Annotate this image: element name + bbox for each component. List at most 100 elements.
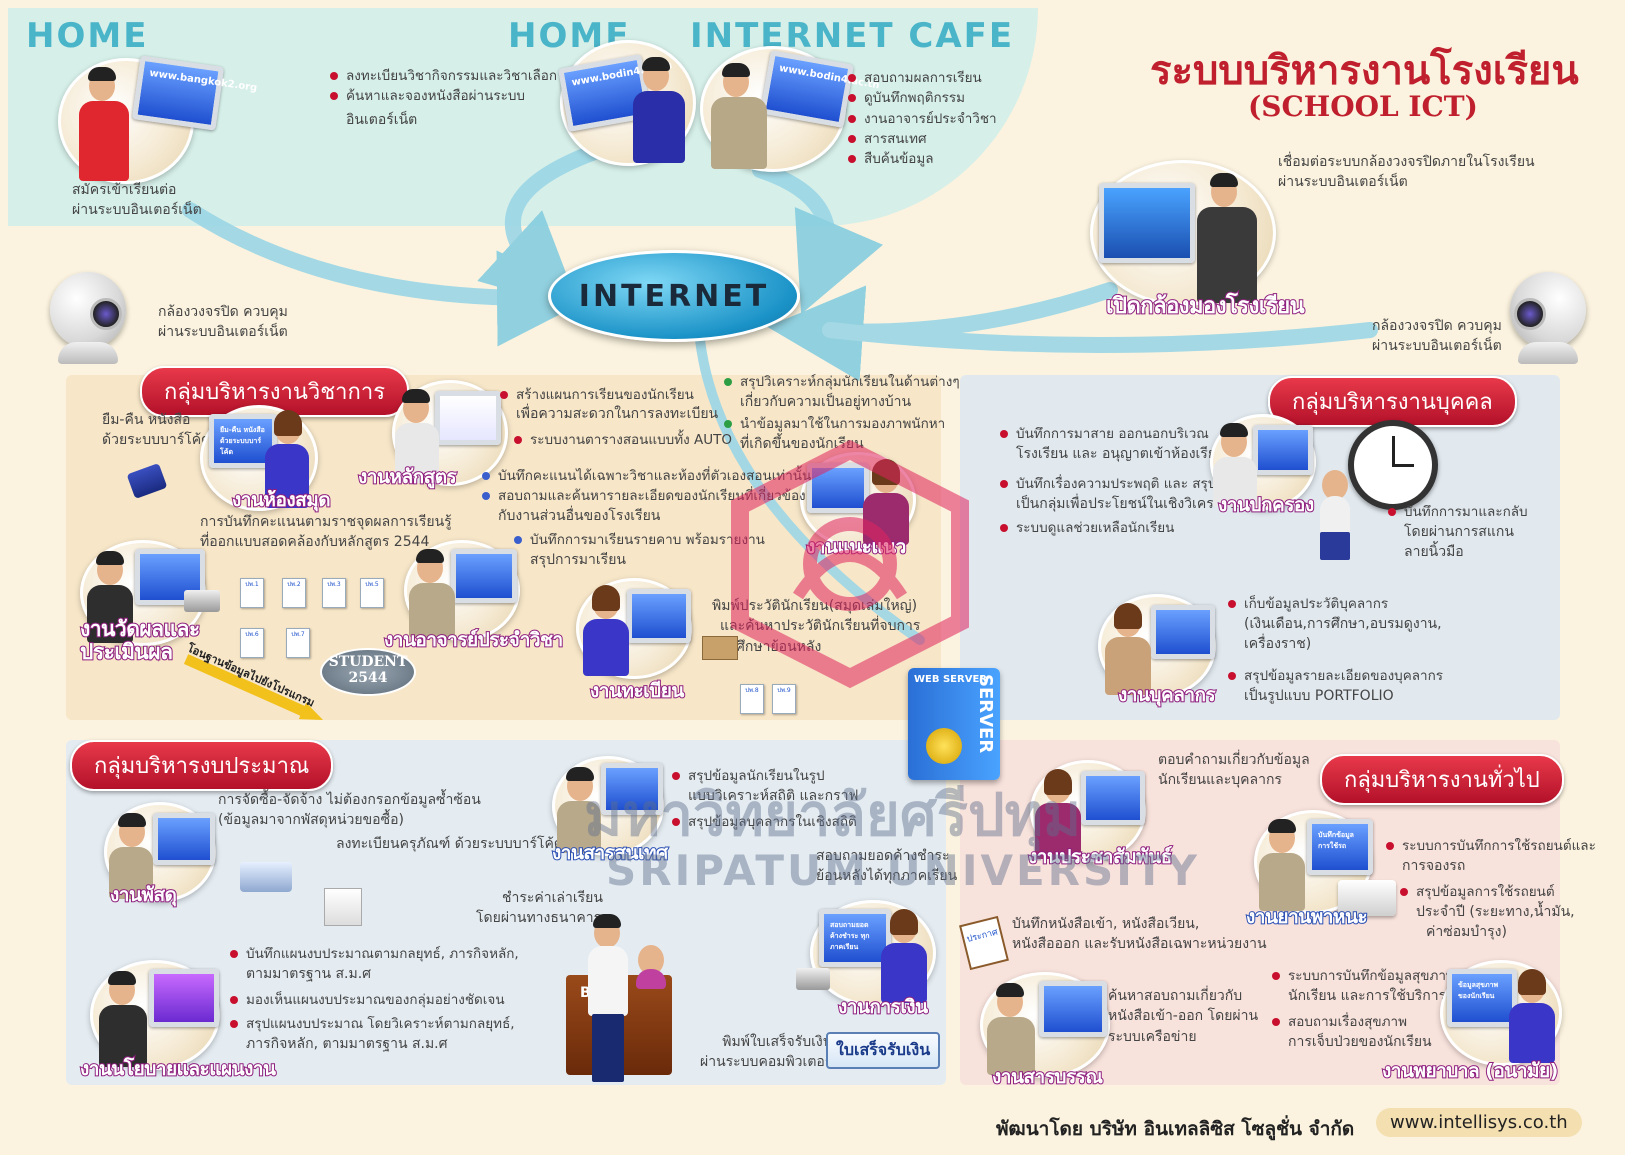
monitor-icon: www.bangkok2.org <box>131 55 258 131</box>
monitor-icon <box>451 549 517 603</box>
watermark-english: SRIPATUM UNIVERSITY <box>606 846 1200 895</box>
governance-bullet2-cont: เป็นกลุ่มเพื่อประโยชน์ในเชิงวิเคราะห์ <box>1016 496 1239 512</box>
book-icon <box>702 636 738 660</box>
library-label: งานห้องสมุด <box>231 488 332 512</box>
policy-label: งานนโยบายและแผนงาน <box>79 1057 277 1081</box>
monitor-icon: ยืม-คืน หนังสือ ด้วยระบบบาร์โค้ด <box>209 414 277 468</box>
health-bullets: ระบบการบันทึกข้อมูลสุขภาพ <box>1272 966 1455 986</box>
health-bullet2-cont: การเจ็บป่วยของนักเรียน <box>1288 1034 1432 1050</box>
page-title: ระบบบริหารงานโรงเรียน <box>1150 47 1579 94</box>
personnel-group-title: กลุ่มบริหารงานบุคคล <box>1268 376 1517 427</box>
health-bullet-cont: นักเรียน และการใช้บริการ <box>1288 988 1447 1004</box>
bank-customer <box>588 914 628 1088</box>
policy-scene <box>90 960 220 1070</box>
vehicle-bullet2-cont: ประจำปี (ระยะทาง,น้ำมัน, ค่าซ่อมบำรุง) <box>1416 904 1575 941</box>
vehicle-label: งานยานพาหนะ <box>1245 905 1369 929</box>
letter-scene <box>980 972 1110 1078</box>
chart-icon <box>324 888 362 926</box>
truck-icon <box>1338 880 1396 916</box>
curriculum-label: งานหลักสูตร <box>357 465 458 489</box>
receipt-box: ใบเสร็จรับเงิน <box>826 1032 941 1069</box>
info-label: งานสารสนเทศ <box>551 841 669 865</box>
watermark-thai: มหาวิทยาลัยศรีปทุม <box>584 781 1082 849</box>
hr-scene <box>1098 594 1216 698</box>
governance-label: งานปกครอง <box>1217 493 1315 517</box>
finance-scene: สอบถามยอดค้างชำระ ทุกภาคเรียน <box>810 900 936 1006</box>
vehicle-scene: บันทึกข้อมูล การใช้รถ <box>1254 810 1373 914</box>
library-caption: ยืม-คืน หนังสือ ด้วยระบบบาร์โค้ด <box>102 412 211 449</box>
health-label: งานพยาบาล (อนามัย) <box>1381 1059 1559 1083</box>
hr-bullets-2: สรุปข้อมูลรายละเอียดของบุคลากร <box>1228 666 1443 686</box>
evaluation-scene <box>80 540 206 646</box>
fingerprint-person <box>1320 470 1350 560</box>
printer-icon <box>184 590 220 612</box>
teacher-bullets: บันทึกคะแนนได้เฉพาะวิชาและห้องที่ตัวเองส… <box>482 466 811 507</box>
monitor-icon: สอบถามยอดค้างชำระ ทุกภาคเรียน <box>819 909 891 967</box>
document-icon: ปพ.2 <box>282 578 306 608</box>
evaluation-caption: การบันทึกคะแนนตามราชจุดผลการเรียนรู้ ที่… <box>200 514 452 551</box>
governance-bullets-2: บันทึกเรื่องความประพฤติ และ สรุปผล <box>1000 474 1233 494</box>
home-center-bullet-cont: อินเตอร์เน็ต <box>346 112 418 128</box>
hr-bullets-cont: (เงินเดือน,การศึกษา,อบรมดูงาน, เครื่องรา… <box>1244 616 1442 653</box>
footer-developer: พัฒนาโดย บริษัท อินเทลลิซิส โซลูชั่น จำก… <box>996 1118 1355 1140</box>
internet-cloud: INTERNET <box>548 250 800 342</box>
letter-label: งานสารบรรณ <box>991 1065 1104 1089</box>
footer-url-text[interactable]: www.intellisys.co.th <box>1390 1112 1568 1133</box>
monitor-icon <box>1099 183 1195 263</box>
clock-caption-cont: โดยผ่านการสแกน ลายนิ้วมือ <box>1404 524 1514 561</box>
health-scene: ข้อมูลสุขภาพ ของนักเรียน <box>1440 960 1562 1066</box>
governance-bullet-cont: โรงเรียน และ อนุญาตเข้าห้องเรียน <box>1016 446 1226 462</box>
teacher-scene <box>404 540 520 641</box>
document-icon: ปพ.5 <box>360 578 384 608</box>
server-icon: WEB SERVER SERVER <box>908 668 1000 780</box>
supply-label: งานพัสดุ <box>109 883 178 907</box>
clock-caption: บันทึกการมาและกลับ <box>1388 502 1528 522</box>
health-bullets-2: สอบถามเรื่องสุขภาพ <box>1272 1012 1407 1032</box>
curriculum-scene <box>392 380 508 486</box>
cafe-bullets: สอบถามผลการเรียน ดูบันทึกพฤติกรรม งานอาจ… <box>848 68 997 169</box>
info-bullets: สรุปข้อมูลนักเรียนในรูป <box>672 766 825 786</box>
vehicle-bullets: ระบบการบันทึกการใช้รถยนต์และ <box>1386 836 1596 856</box>
guidance-bullets: สรุปวิเคราะห์กลุ่มนักเรียนในด้านต่างๆ <box>724 372 960 392</box>
finance-caption: สอบถามยอดค้างชำระ ย้อนหลังได้ทุกภาคเรียน <box>816 848 958 885</box>
bank-teller <box>636 945 666 989</box>
monitor-icon <box>1081 771 1145 825</box>
cam-right-caption: กล้องวงจรปิด ควบคุม ผ่านระบบอินเตอร์เน็ต <box>1372 318 1502 355</box>
internet-cafe-heading: INTERNET CAFE <box>690 16 1015 56</box>
governance-bullets: บันทึกการมาสาย ออกนอกบริเวณ <box>1000 424 1209 444</box>
document-icon: ปพ.3 <box>322 578 346 608</box>
teacher-bullet3-cont: สรุปการมาเรียน <box>530 552 626 568</box>
open-camera-label: เปิดกล้องมองโรงเรียน <box>1105 293 1306 320</box>
monitor-icon <box>1253 425 1313 475</box>
monitor-icon: www.bodin4.ac.th <box>760 50 880 128</box>
student-badge: STUDENT 2544 <box>320 648 416 696</box>
receipt-caption: พิมพ์ใบเสร็จรับเงิน ผ่านระบบคอมพิวเตอร์ <box>700 1034 833 1071</box>
registrar-label: งานทะเบียน <box>589 679 685 703</box>
internet-label: INTERNET <box>578 278 770 314</box>
server-label: SERVER <box>975 674 996 754</box>
monitor-icon <box>601 763 663 815</box>
info-bullet-cont: แบบวิเคราะห์สถิติ และกราฟ <box>688 788 859 804</box>
vehicle-bullets-2: สรุปข้อมูลการใช้รถยนต์ <box>1400 882 1555 902</box>
web-server-label: WEB SERVER <box>914 674 987 685</box>
cctv-connect-caption: เชื่อมต่อระบบกล้องวงจรปิดภายในโรงเรียน ผ… <box>1278 154 1535 191</box>
library-scene: ยืม-คืน หนังสือ ด้วยระบบบาร์โค้ด <box>200 405 318 511</box>
monitor-icon: ข้อมูลสุขภาพ ของนักเรียน <box>1447 969 1517 1027</box>
cafe-scene: www.bodin4.ac.th <box>700 46 880 172</box>
curriculum-bullet-cont: เพื่อความสะดวกในการลงทะเบียน <box>516 406 719 422</box>
governance-bullets-3: ระบบดูแลช่วยเหลือนักเรียน <box>1000 518 1174 538</box>
qa-scene <box>1030 760 1146 862</box>
budget-group-title: กลุ่มบริหารงบประมาณ <box>70 740 334 791</box>
cam-left-caption: กล้องวงจรปิด ควบคุม ผ่านระบบอินเตอร์เน็ต <box>158 304 288 341</box>
monitor-icon <box>135 549 205 605</box>
home-left-scene: www.bangkok2.org <box>58 55 258 184</box>
footer-url[interactable]: www.intellisys.co.th <box>1376 1108 1582 1137</box>
watermark-seal <box>728 439 972 689</box>
monitor-icon <box>627 589 691 643</box>
registrar-scene <box>576 578 692 679</box>
supply-caption: การจัดซื้อ-จัดจ้าง ไม่ต้องกรอกข้อมูลซ้ำซ… <box>218 792 481 829</box>
info-scene <box>552 756 664 856</box>
monitor-icon <box>1151 605 1215 659</box>
qa-label: งานประชาสัมพันธ์ <box>1027 845 1173 869</box>
general-group-title: กลุ่มบริหารงานทั่วไป <box>1320 754 1564 805</box>
